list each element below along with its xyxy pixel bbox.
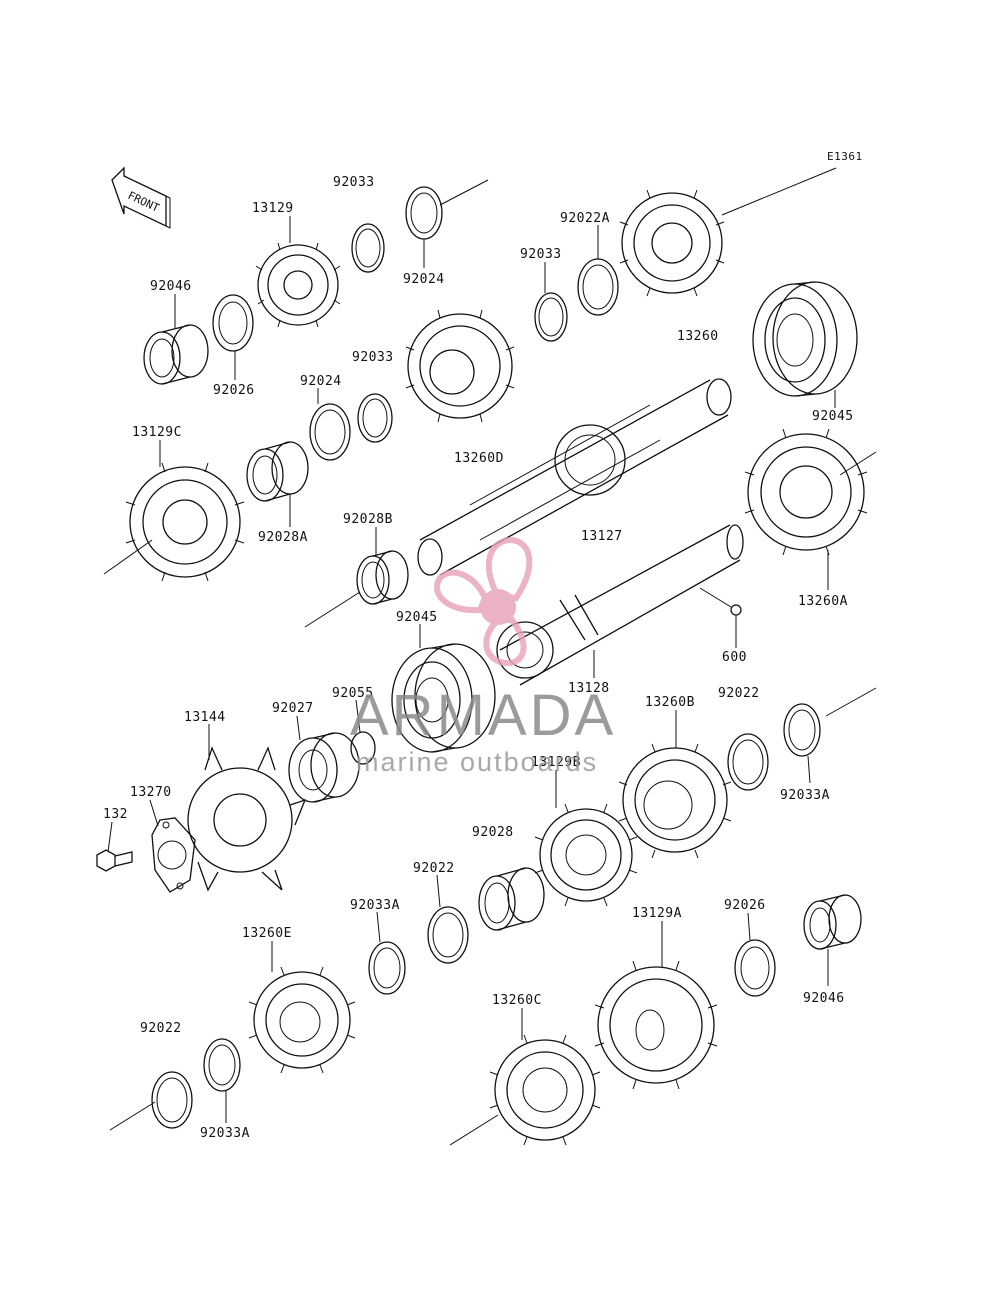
label-92045-mid: 92045 [396,610,438,625]
gear-13260C [489,1034,601,1146]
watermark-subtitle: marine outboards [356,747,598,777]
gear-13260E [248,966,356,1074]
label-13127: 13127 [581,529,623,544]
gear-cluster-92033 [405,309,515,423]
label-13260D: 13260D [454,451,504,466]
ring-92033A-bottom [203,1038,241,1092]
label-132: 132 [103,807,128,822]
washer-92026-top [212,294,254,352]
label-13260A: 13260A [798,594,848,609]
lockplate-13270 [151,817,196,893]
ring-92033-mid [534,292,568,342]
washer-92022A [577,258,619,316]
sleeve-92028B [356,550,409,605]
label-600: 600 [722,650,747,665]
shaft-13127 [496,524,744,686]
label-92033A-bottom: 92033A [200,1126,250,1141]
label-13129B: 13129B [531,755,581,770]
label-92046-top: 92046 [150,279,192,294]
label-92027: 92027 [272,701,314,716]
bearing-92045-mid [391,643,496,753]
washer-92022-right [727,733,769,791]
label-13144: 13144 [184,710,226,725]
bolt-132 [96,849,133,872]
label-13129C: 13129C [132,425,182,440]
bearing-92045-top [752,281,858,397]
watermark-title: ARMADA [350,683,616,748]
leader-lines [107,216,836,1123]
ring-92033-top [351,223,385,273]
label-92026-bottom: 92026 [724,898,766,913]
diagram-code: E1361 [827,150,863,163]
label-92024-mid: 92024 [300,374,342,389]
label-92024-top: 92024 [403,272,445,287]
sleeve-92028 [478,867,545,931]
gear-13260A [744,428,868,556]
gear-13260B [618,743,732,859]
axis-lines [103,167,877,1146]
label-92045-top: 92045 [812,409,854,424]
gear-top-right [619,189,725,297]
label-13129: 13129 [252,201,294,216]
collar-92027 [288,732,360,803]
ring-92033A-right [783,703,821,757]
sprocket-13144 [187,746,307,892]
washer-92022-mid [427,906,469,964]
gear-13129A [594,960,718,1090]
label-13128: 13128 [568,681,610,696]
bushing-92046-bottom [803,894,862,950]
propeller-logo-icon [434,536,533,667]
label-92028A: 92028A [258,530,308,545]
washer-92024-mid [309,403,351,461]
gear-13129B [534,803,638,907]
washer-92022-bottom [151,1071,193,1129]
label-92033-c: 92033 [352,350,394,365]
washer-92024-top [405,186,443,240]
gear-13129 [255,242,341,328]
label-92033A-mid: 92033A [350,898,400,913]
ring-92033-c [357,393,393,443]
label-13129A: 13129A [632,906,682,921]
label-13260: 13260 [677,329,719,344]
watermark: ARMADA marine outboards [350,536,616,777]
front-label: FRONT [126,189,162,215]
bushing-92046-top [143,324,209,385]
label-13260B: 13260B [645,695,695,710]
gear-13129C [125,462,245,582]
ring-92033A-mid [368,941,406,995]
label-13260C: 13260C [492,993,542,1008]
label-92055: 92055 [332,686,374,701]
washer-92026-bottom [734,939,776,997]
label-92033-mid: 92033 [520,247,562,262]
label-92033A-right: 92033A [780,788,830,803]
label-92022A: 92022A [560,211,610,226]
label-92033-top: 92033 [333,175,375,190]
label-92046-bottom: 92046 [803,991,845,1006]
label-92028B: 92028B [343,512,393,527]
sleeve-92028A [246,441,309,502]
label-92022-mid: 92022 [413,861,455,876]
label-13260E: 13260E [242,926,292,941]
label-92022-right: 92022 [718,686,760,701]
label-92026-top: 92026 [213,383,255,398]
shaft-13260D [417,378,732,576]
label-13270: 13270 [130,785,172,800]
label-92028: 92028 [472,825,514,840]
pin-600 [699,587,742,616]
label-92022-bottom: 92022 [140,1021,182,1036]
part-labels: 92033 13129 92024 92022A 92033 92046 920… [103,175,854,1141]
oring-92055 [350,731,376,765]
front-arrow-icon: FRONT [111,166,171,229]
